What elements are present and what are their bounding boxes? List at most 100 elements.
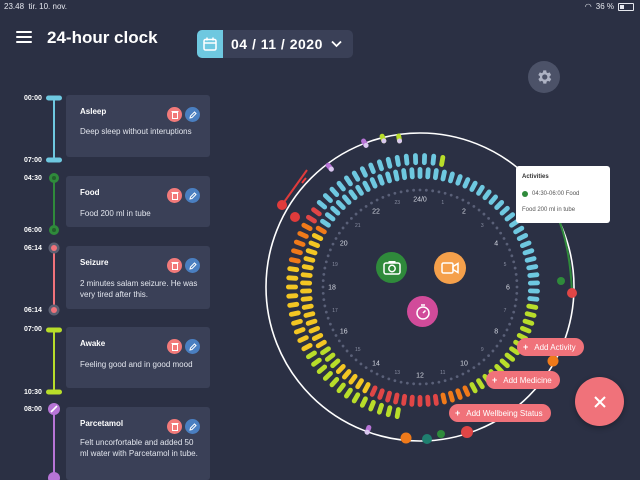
card-description: Food 200 ml in tube: [80, 209, 151, 218]
activity-card-parcetamol[interactable]: Parcetamol Felt uncorfortable and added …: [66, 407, 210, 480]
tick-dot: [513, 304, 517, 308]
activity-segment: [368, 162, 376, 175]
activity-segment: [335, 200, 346, 210]
activity-segment: [440, 169, 447, 182]
activity-segment: [403, 153, 410, 166]
edit-button[interactable]: [185, 339, 200, 354]
activity-segment: [401, 168, 408, 181]
pencil-icon: [188, 342, 197, 351]
tick-dot: [499, 231, 503, 235]
activity-card-seizure[interactable]: Seizure 2 minutes salam seizure. He was …: [66, 246, 210, 309]
activity-segment: [305, 248, 318, 256]
marker-dot[interactable]: [277, 200, 287, 210]
activities-tooltip: Activities 04:30-06:00 Food Food 200 ml …: [516, 166, 610, 223]
edit-button[interactable]: [185, 188, 200, 203]
marker-dot[interactable]: [437, 430, 445, 438]
marker-dot[interactable]: [567, 288, 577, 298]
pencil-icon: [188, 191, 197, 200]
close-fab-button[interactable]: [575, 377, 624, 426]
hour-label: 22: [372, 208, 380, 215]
add-wellbeing-button[interactable]: + Add Wellbeing Status: [449, 404, 551, 422]
tooltip-title: Activities: [522, 174, 549, 180]
stopwatch-icon: [415, 303, 430, 320]
edit-button[interactable]: [185, 258, 200, 273]
trash-icon: [171, 111, 178, 119]
hour-label: 4: [494, 241, 498, 248]
add-wellbeing-label: Add Wellbeing Status: [466, 408, 543, 418]
camera-icon: [382, 261, 401, 275]
activity-segment: [324, 352, 336, 362]
activity-card-awake[interactable]: Awake Feeling good and in good mood: [66, 327, 210, 388]
plus-icon: +: [455, 408, 461, 418]
activity-segment: [286, 293, 299, 299]
edit-button[interactable]: [185, 419, 200, 434]
plus-icon: +: [523, 342, 529, 352]
delete-button[interactable]: [167, 107, 182, 122]
marker-dot[interactable]: [290, 212, 300, 222]
hour-ticks: [321, 188, 519, 386]
activity-segment: [305, 350, 317, 360]
activity-segment: [527, 280, 540, 286]
activity-segment: [329, 377, 340, 388]
tooltip-detail: Food 200 ml in tube: [522, 207, 576, 213]
settings-button[interactable]: [528, 61, 560, 93]
wifi-icon: ◠: [584, 2, 592, 11]
card-title: Awake: [80, 339, 106, 348]
activity-segment: [311, 357, 322, 367]
timeline-time: 00:00: [24, 95, 42, 102]
activity-segment: [330, 205, 341, 216]
selected-date: 04 / 11 / 2020: [231, 36, 323, 52]
activity-segment: [482, 189, 492, 201]
tick-dot: [418, 188, 422, 192]
tick-dot: [370, 369, 373, 373]
food-dot-icon: [522, 191, 528, 197]
activity-segment: [385, 171, 392, 184]
tick-dot: [449, 377, 453, 381]
marker-dot[interactable]: [422, 434, 432, 444]
activity-card-asleep[interactable]: Asleep Deep sleep without interuptions: [66, 95, 210, 157]
activity-segment: [401, 393, 408, 406]
video-button[interactable]: [434, 252, 466, 284]
activity-card-food[interactable]: Food Food 200 ml in tube: [66, 176, 210, 227]
activity-segment: [351, 392, 361, 404]
marker-dot[interactable]: [557, 277, 565, 285]
status-right: ◠ 36 %: [585, 2, 634, 11]
marker-dot[interactable]: [400, 432, 412, 444]
marker-dot[interactable]: [461, 426, 473, 438]
add-activity-label: Add Activity: [534, 342, 576, 352]
add-activity-button[interactable]: + Add Activity: [517, 338, 584, 356]
delete-button[interactable]: [167, 419, 182, 434]
card-description: Felt uncorfortable and added 50 ml water…: [80, 438, 198, 458]
tick-dot: [461, 372, 465, 376]
camera-button[interactable]: [376, 252, 407, 283]
delete-button[interactable]: [167, 339, 182, 354]
date-picker[interactable]: 04 / 11 / 2020: [197, 30, 353, 58]
tick-dot: [512, 260, 516, 264]
status-time-date: 23.48 tir. 10. nov.: [4, 2, 67, 11]
delete-button[interactable]: [167, 188, 182, 203]
tick-dot: [472, 366, 476, 370]
add-medicine-button[interactable]: +Add Medicine: [486, 371, 560, 389]
activity-segment: [297, 231, 309, 239]
battery-percent: 36 %: [595, 2, 614, 11]
activity-segment: [336, 382, 346, 394]
menu-icon[interactable]: [16, 31, 32, 43]
tick-dot: [354, 212, 358, 216]
stopwatch-button[interactable]: [407, 296, 438, 327]
activity-segment: [516, 233, 529, 242]
tick-dot: [387, 193, 391, 197]
edit-button[interactable]: [185, 107, 200, 122]
trash-icon: [171, 262, 178, 270]
tick-dot: [502, 237, 506, 240]
hour-label: 10: [460, 361, 468, 368]
activity-segment: [293, 327, 306, 335]
marker-dot[interactable]: [547, 355, 559, 367]
delete-button[interactable]: [167, 258, 182, 273]
tick-dot: [412, 188, 416, 192]
activity-segments: [286, 153, 540, 420]
close-icon: [593, 395, 606, 408]
activity-segment: [287, 266, 300, 273]
activity-segment: [376, 402, 384, 415]
activity-segment: [355, 184, 364, 196]
